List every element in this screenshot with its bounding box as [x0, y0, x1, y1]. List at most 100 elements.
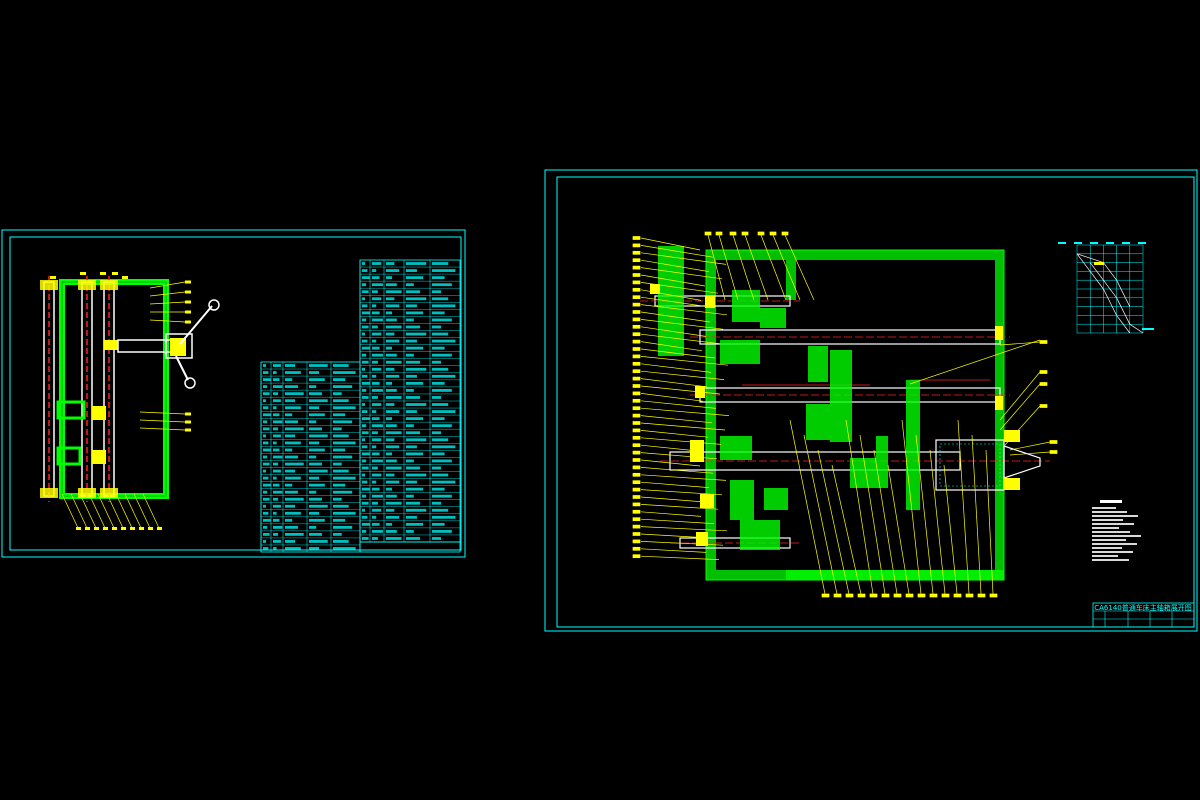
table-cell-text — [386, 283, 397, 287]
table-cell-text — [372, 311, 380, 315]
leader-line — [1009, 451, 1051, 456]
table-cell-text — [309, 364, 328, 367]
leader-line — [640, 489, 723, 496]
leader-line — [640, 430, 709, 438]
balloon-mark — [1039, 370, 1048, 374]
table-cell-text — [432, 367, 449, 371]
leader-line — [1009, 441, 1051, 451]
table-cell-text — [309, 427, 322, 431]
table-cell-text — [285, 547, 301, 550]
balloon-mark — [185, 420, 191, 424]
balloon-mark — [965, 593, 974, 598]
table-cell-text — [432, 374, 456, 378]
leader-line — [640, 422, 726, 431]
sheet-1-parts-list-table — [260, 259, 461, 553]
leader-line — [640, 393, 704, 402]
leader-line — [707, 234, 726, 301]
table-cell-text — [285, 385, 298, 389]
table-cell-text — [386, 522, 392, 526]
leader-line — [985, 449, 994, 595]
table-cell-text — [372, 452, 380, 456]
table-cell-text — [406, 297, 427, 301]
table-cell-text — [273, 533, 279, 536]
leader-line — [640, 326, 707, 337]
table-cell-text — [309, 490, 317, 494]
table-cell-text — [362, 494, 367, 498]
table-cell-text — [273, 413, 280, 417]
balloon-mark — [632, 509, 641, 514]
table-cell-text — [432, 438, 449, 442]
notes-text-line — [1092, 555, 1118, 557]
balloon-mark — [632, 243, 641, 248]
table-cell-text — [309, 378, 325, 381]
balloon-mark — [704, 231, 712, 236]
table-cell-text — [273, 448, 280, 452]
table-cell-text — [333, 420, 353, 424]
leader-line — [149, 319, 186, 323]
leader-line — [640, 311, 711, 323]
table-cell-text — [362, 466, 369, 470]
notes-text-line — [1092, 539, 1126, 541]
balloon-mark — [632, 465, 641, 470]
balloon-mark — [632, 302, 641, 307]
balloon-mark — [632, 517, 641, 522]
sheet-1-control-lever[interactable] — [117, 299, 220, 389]
table-cell-text — [432, 501, 441, 505]
leader-line — [640, 555, 720, 560]
table-cell-text — [273, 455, 283, 459]
leader-line — [61, 493, 79, 529]
table-cell-text — [273, 427, 279, 431]
table-cell-text — [309, 392, 322, 396]
balloon-mark — [632, 273, 641, 277]
table-cell-text — [372, 508, 382, 512]
table-cell-text — [285, 497, 304, 501]
table-cell-text — [372, 431, 378, 435]
balloon-mark — [632, 450, 641, 455]
table-cell-text — [386, 487, 392, 491]
table-cell-text — [362, 262, 365, 265]
table-cell-text — [372, 417, 380, 421]
leader-line — [139, 427, 186, 431]
balloon-mark — [821, 593, 830, 598]
table-cell-text — [362, 487, 370, 491]
sheet-2-title-text: CA6140普通车床主轴箱展开图 — [1094, 603, 1192, 612]
balloon-mark — [893, 593, 902, 598]
table-cell-text — [309, 385, 317, 389]
leader-line — [640, 245, 714, 258]
table-cell-text — [372, 403, 382, 406]
leader-line — [640, 437, 722, 445]
table-cell-text — [362, 501, 369, 505]
notes-text-line — [1092, 507, 1116, 509]
table-cell-text — [406, 262, 427, 265]
table-cell-text — [333, 385, 353, 389]
table-cell-text — [333, 427, 342, 431]
chart-label-mark — [1058, 242, 1066, 244]
balloon-mark — [857, 593, 866, 598]
balloon-mark — [185, 310, 191, 314]
speed-ray — [1076, 253, 1104, 263]
table-cell-text — [372, 325, 378, 329]
balloon-mark — [845, 593, 854, 598]
table-cell-text — [372, 262, 382, 265]
sheet-1-shafts — [43, 276, 115, 502]
table-cell-text — [285, 483, 293, 487]
balloon-mark — [632, 347, 641, 351]
table-cell-text — [406, 381, 424, 385]
balloon-mark — [632, 458, 641, 462]
table-cell-text — [432, 325, 441, 329]
table-cell-text — [406, 508, 427, 512]
table-cell-text — [309, 540, 328, 543]
leader-line — [640, 548, 707, 553]
leader-line — [640, 533, 711, 539]
table-cell-text — [285, 371, 301, 374]
balloon-mark — [632, 398, 641, 403]
table-cell-text — [333, 483, 346, 487]
sheet-2-spindle-head — [935, 430, 1041, 491]
table-cell-text — [333, 476, 356, 480]
table-cell-text — [386, 530, 397, 533]
table-cell-text — [263, 364, 266, 367]
balloon-mark — [157, 527, 162, 530]
table-cell-text — [362, 459, 367, 463]
table-cell-text — [285, 476, 301, 480]
